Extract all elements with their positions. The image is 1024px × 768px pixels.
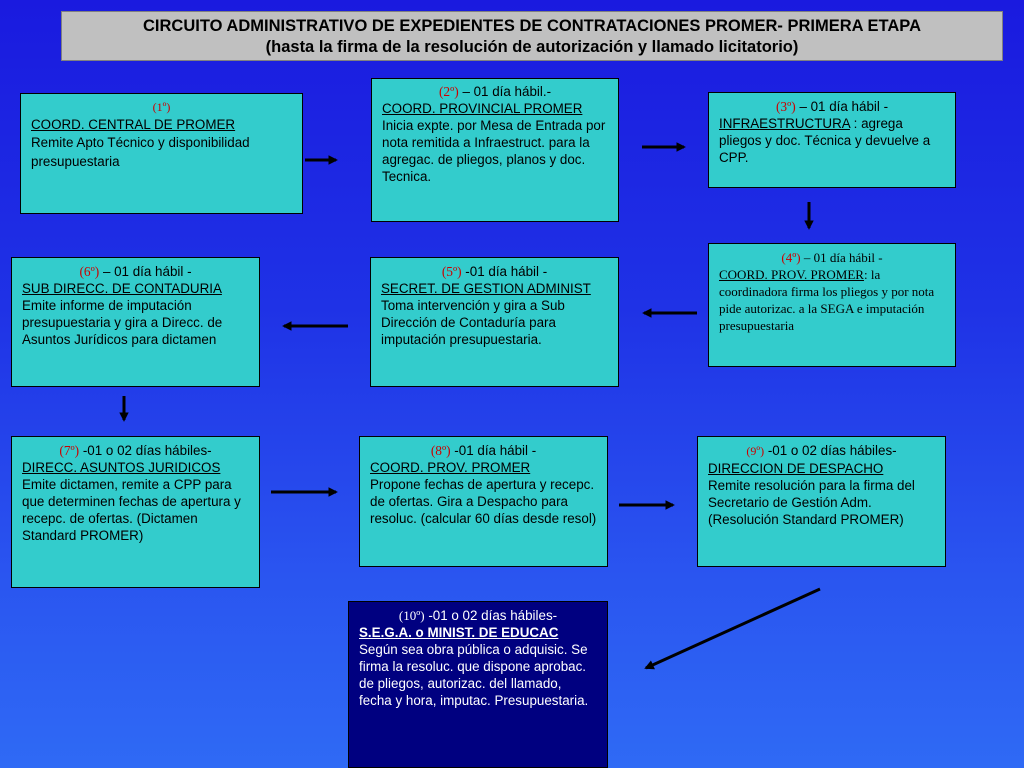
step-box-1: (1º) COORD. CENTRAL DE PROMER Remite Apt… [20,93,303,214]
step-number: (6º) [79,264,100,279]
step-description: : la coordinadora firma los pliegos y po… [719,267,935,333]
step-description: Inicia expte. por Mesa de Entrada por no… [382,118,606,184]
step-description: Según sea obra pública o adquisic. Se fi… [359,642,589,708]
step-number: (3º) [775,99,796,114]
title-line-2: (hasta la firma de la resolución de auto… [265,38,799,56]
step-time: – 01 día hábil - [800,250,883,265]
step-description: Emite informe de imputación presupuestar… [22,298,223,347]
step-box-2: (2º) – 01 día hábil.- COORD. PROVINCIAL … [371,78,619,222]
step-time: – 01 día hábil.- [458,84,552,99]
step-box-9: (9º) -01 o 02 días hábiles- DIRECCION DE… [697,436,946,567]
step-time: -01 o 02 días hábiles- [424,608,558,623]
step-box-3: (3º) – 01 día hábil - INFRAESTRUCTURA : … [708,92,956,188]
step-organization: COORD. PROVINCIAL PROMER [382,101,583,116]
step-box-5: (5º) -01 día hábil - SECRET. DE GESTION … [370,257,619,387]
step-description: Toma intervención y gira a Sub Dirección… [381,298,565,347]
step-time: -01 o 02 días hábiles- [79,443,212,458]
step-description: Emite dictamen, remite a CPP para que de… [22,477,241,543]
step-box-6: (6º) – 01 día hábil - SUB DIRECC. DE CON… [11,257,260,387]
step-organization: INFRAESTRUCTURA [719,116,850,131]
step-box-7: (7º) -01 o 02 días hábiles- DIRECC. ASUN… [11,436,260,588]
step-organization: DIRECC. ASUNTOS JURIDICOS [22,460,221,475]
step-description: Remite Apto Técnico y disponibilidad pre… [31,135,250,169]
step-number: (7º) [59,443,80,458]
title-line-1: CIRCUITO ADMINISTRATIVO DE EXPEDIENTES D… [143,17,921,35]
step-time: -01 día hábil - [461,264,548,279]
step-organization: DIRECCION DE DESPACHO [708,461,884,476]
step-organization: COORD. PROV. PROMER [719,267,864,282]
step-time: -01 día hábil - [450,443,537,458]
step-box-8: (8º) -01 día hábil - COORD. PROV. PROMER… [359,436,608,567]
arrow-9-to-10 [644,587,821,670]
step-organization: COORD. CENTRAL DE PROMER [31,117,236,132]
diagram-title: CIRCUITO ADMINISTRATIVO DE EXPEDIENTES D… [61,11,1003,61]
step-number: (5º) [441,264,462,279]
step-description: Remite resolución para la firma del Secr… [708,478,915,527]
step-number: (1º) [152,100,171,114]
step-number: (10º) [398,608,425,623]
step-time: – 01 día hábil - [99,264,192,279]
step-description: : agrega pliegos y doc. Técnica y devuel… [719,116,931,165]
step-time: – 01 día hábil - [795,99,889,114]
step-organization: SECRET. DE GESTION ADMINIST [381,281,591,296]
step-organization: SUB DIRECC. DE CONTADURIA [22,281,222,296]
step-number: (4º) [781,250,801,265]
step-description: Propone fechas de apertura y recepc. de … [370,477,597,526]
step-organization: S.E.G.A. o MINIST. DE EDUCAC [359,625,559,640]
step-time: -01 o 02 días hábiles- [764,443,897,458]
step-number: (9º) [746,444,765,458]
step-number: (8º) [430,443,451,458]
step-number: (2º) [438,84,459,99]
step-organization: COORD. PROV. PROMER [370,460,531,475]
step-box-4: (4º) – 01 día hábil - COORD. PROV. PROME… [708,243,956,367]
